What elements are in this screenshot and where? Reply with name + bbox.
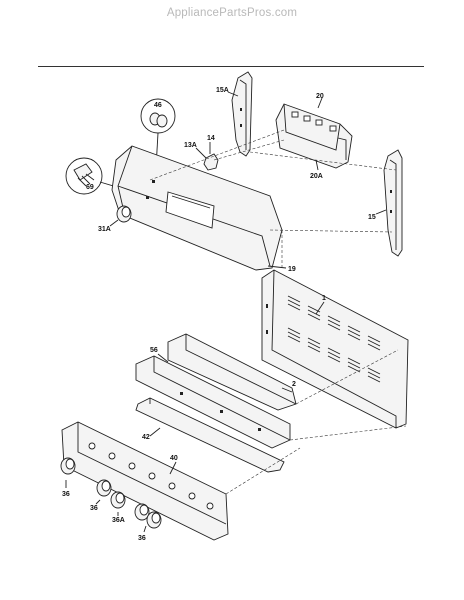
callout-13A: 13A <box>184 142 197 149</box>
callout-14: 14 <box>207 135 215 142</box>
callout-2: 2 <box>292 381 296 388</box>
assembly-guide-lines-lower <box>225 349 407 495</box>
callout-36-c: 36 <box>138 535 146 542</box>
part-15-bracket <box>375 149 403 257</box>
callout-19: 19 <box>288 266 296 273</box>
assembly-guide-lines-upper <box>149 129 397 270</box>
part-1-rear-panel <box>261 269 409 429</box>
callout-36A: 36A <box>112 517 125 524</box>
part-42-manifold <box>135 397 285 473</box>
callout-42: 42 <box>142 434 150 441</box>
part-40-lower-panel <box>61 421 229 541</box>
callout-labels: 15A 20 46 14 13A 20A 69 15 31A 19 1 56 2… <box>62 87 376 542</box>
part-46-plugs-callout <box>140 98 176 169</box>
callout-15: 15 <box>368 214 376 221</box>
callout-31A: 31A <box>98 226 111 233</box>
knob-36-3 <box>134 503 150 521</box>
part-31A-knob <box>109 205 132 227</box>
part-19-control-panel <box>111 145 287 271</box>
callout-36-b: 36 <box>90 505 98 512</box>
callout-1: 1 <box>322 295 326 302</box>
knob-36A <box>110 491 126 509</box>
knob-36-2 <box>96 479 112 497</box>
header-divider <box>38 66 424 67</box>
watermark-text: AppliancePartsPros.com <box>166 7 298 19</box>
knob-36-4 <box>146 511 162 529</box>
part-36-knobs <box>60 457 162 533</box>
part-56-2-manifold-panel <box>135 333 297 449</box>
callout-15A: 15A <box>216 87 229 94</box>
vent-slots <box>287 295 381 383</box>
part-20-control-board <box>275 97 353 171</box>
callout-46: 46 <box>154 102 162 109</box>
callout-20A: 20A <box>310 173 323 180</box>
callout-20: 20 <box>316 93 324 100</box>
knob-36-1 <box>60 457 76 475</box>
part-15A-bracket <box>227 71 253 157</box>
callout-69: 69 <box>86 184 94 191</box>
callout-36-a: 36 <box>62 491 70 498</box>
part-14-13A-clip <box>195 142 219 171</box>
callout-56: 56 <box>150 347 158 354</box>
callout-40: 40 <box>170 455 178 462</box>
